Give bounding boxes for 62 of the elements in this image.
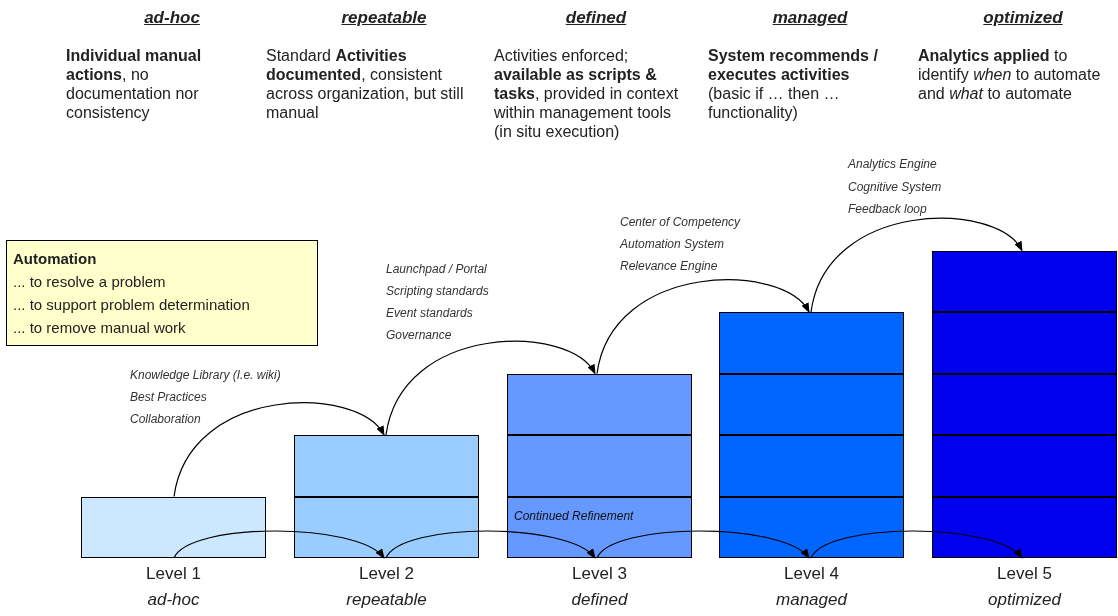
level-block (507, 373, 692, 435)
annotation-text: Event standards (386, 306, 473, 320)
curved-arrow (810, 217, 1023, 313)
stage-heading: managed (771, 8, 849, 28)
annotation-text: Scripting standards (386, 284, 489, 298)
annotation-text: Relevance Engine (620, 259, 718, 273)
level-block (719, 435, 904, 497)
stage-description: Individual manual actions, no documentation nor consistency (66, 46, 203, 122)
annotation-text: Collaboration (130, 412, 201, 426)
stage-description: Analytics applied to identify when to automate and what to automate (918, 46, 1102, 103)
annotation-text: Cognitive System (848, 180, 942, 194)
level-name: optimized (987, 590, 1063, 610)
annotation-text: Governance (386, 328, 452, 342)
stage-description: Activities enforced; available as scripts & tasks, provided in context within management tools (in situ execution) (494, 46, 680, 141)
stage-heading: defined (564, 8, 628, 28)
level-label: Level 3 (571, 564, 628, 584)
stage-description: System recommends / executes activities (basic if … then … functionality) (708, 46, 879, 122)
level-block (719, 496, 904, 558)
curved-arrow (810, 530, 1023, 559)
stage-description: Standard Activities documented, consistent across organization, but still manual (266, 46, 464, 122)
annotation-text: Knowledge Library (I.e. wiki) (130, 368, 281, 382)
level-name: repeatable (345, 590, 428, 610)
level-block (932, 496, 1117, 558)
annotation-text: Center of Competency (620, 215, 741, 229)
level-label: Level 5 (996, 564, 1053, 584)
annotation-text: Launchpad / Portal (386, 262, 487, 276)
curved-arrow (596, 530, 810, 559)
level-block (932, 250, 1117, 312)
level-block (932, 435, 1117, 497)
level-block (507, 496, 692, 558)
annotation-text: Analytics Engine (848, 157, 937, 171)
level-block (294, 496, 479, 558)
level-block (81, 496, 266, 558)
note-box (6, 240, 318, 346)
note-item: ... to resolve a problem (13, 272, 167, 292)
level-block (719, 373, 904, 435)
curved-arrow (596, 279, 810, 375)
annotation-text: Feedback loop (848, 202, 927, 216)
stage-heading: repeatable (340, 8, 428, 28)
note-title: Automation (13, 249, 98, 269)
level-block (719, 312, 904, 374)
note-item: ... to support problem determination (13, 295, 251, 315)
stage-heading: ad-hoc (143, 8, 201, 28)
level-block (294, 435, 479, 497)
level-name: managed (775, 590, 849, 610)
level-block (932, 373, 1117, 435)
annotation-text: Automation System (620, 237, 725, 251)
level-name: defined (570, 590, 629, 610)
level-label: Level 2 (358, 564, 415, 584)
level-label: Level 4 (783, 564, 840, 584)
note-item: ... to remove manual work (13, 318, 187, 338)
curved-arrow (385, 530, 596, 559)
stage-heading: optimized (982, 8, 1064, 28)
level-block (932, 312, 1117, 374)
level-label: Level 1 (145, 564, 202, 584)
level-block (507, 435, 692, 497)
level-name: ad-hoc (146, 590, 201, 610)
annotation-text: Best Practices (130, 390, 207, 404)
annotation-text: Continued Refinement (514, 509, 634, 523)
curved-arrow (385, 340, 596, 436)
curved-arrow (173, 402, 385, 498)
curved-arrow (173, 530, 385, 559)
